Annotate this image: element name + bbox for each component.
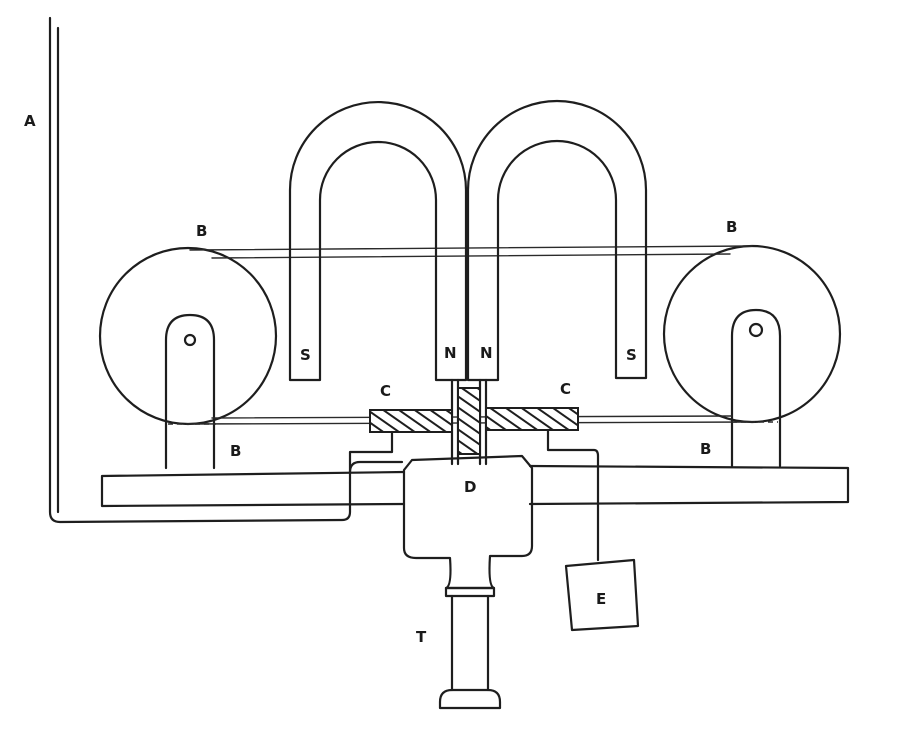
hub-d — [402, 454, 534, 590]
disc-c-right — [485, 407, 579, 431]
label-n-left: N — [444, 344, 457, 362]
right-magnet-outer — [466, 99, 648, 382]
box-e — [564, 558, 640, 632]
label-c-left: C — [380, 382, 391, 400]
right-axle-hole — [748, 322, 764, 338]
disc-support-right — [546, 428, 600, 562]
wire-a — [48, 16, 404, 524]
label-t: T — [416, 628, 427, 646]
label-s-left: S — [300, 346, 311, 364]
label-c-right: C — [560, 380, 571, 398]
left-axle-hole — [183, 333, 197, 347]
baseboard — [100, 464, 850, 508]
disc-support-left — [348, 430, 394, 474]
belt-top-lower — [211, 253, 731, 259]
label-b-bottom-right: B — [700, 440, 711, 458]
tube-collar — [444, 586, 496, 598]
disc-c-left — [369, 409, 453, 433]
tube-foot — [438, 688, 502, 710]
label-s-right: S — [626, 346, 637, 364]
label-a: A — [24, 112, 36, 130]
label-e: E — [596, 590, 606, 608]
left-magnet-outer — [288, 100, 468, 382]
left-bracket — [164, 313, 216, 470]
right-bracket — [730, 308, 782, 468]
label-d: D — [464, 478, 476, 496]
label-b-top-right: B — [726, 218, 737, 236]
tube-t — [450, 594, 490, 692]
label-n-right: N — [480, 344, 493, 362]
armature-block — [457, 387, 481, 455]
label-b-top-left: B — [196, 222, 207, 240]
label-b-bottom-left: B — [230, 442, 241, 460]
belt-top-upper — [189, 245, 753, 251]
